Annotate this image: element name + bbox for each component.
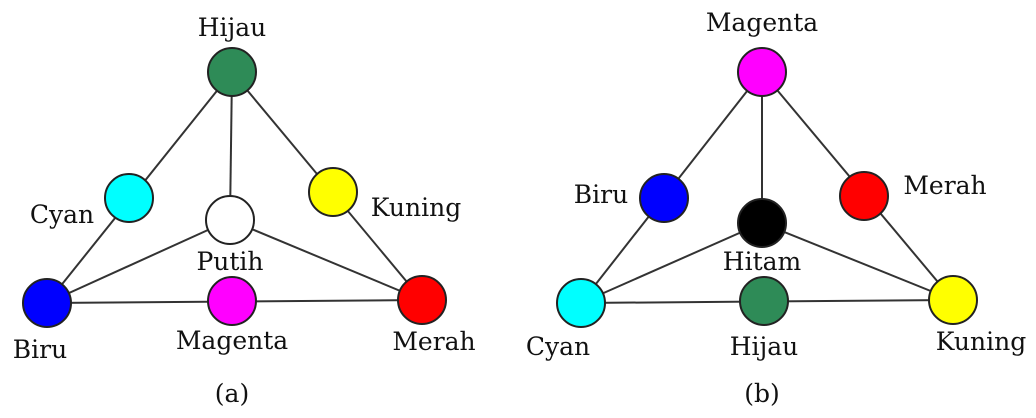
node-label-merah: Merah	[392, 327, 475, 356]
node-label-magenta: Magenta	[176, 326, 288, 355]
color-node-putih	[205, 195, 255, 245]
node-label-merah: Merah	[903, 171, 986, 200]
diagram-caption: (b)	[744, 379, 780, 408]
node-label-hijau: Hijau	[198, 13, 267, 42]
node-label-biru: Biru	[13, 335, 67, 364]
node-label-hitam: Hitam	[723, 247, 802, 276]
node-label-biru: Biru	[574, 180, 628, 209]
node-label-putih: Putih	[196, 247, 263, 276]
edge-center-bottom-right	[761, 222, 954, 301]
node-label-kuning: Kuning	[371, 193, 461, 222]
color-node-kuning	[308, 167, 358, 217]
node-label-cyan: Cyan	[526, 332, 590, 361]
color-node-hijau	[207, 47, 257, 97]
color-node-hijau	[739, 276, 789, 326]
diagram-caption: (a)	[215, 379, 249, 408]
color-node-magenta	[207, 276, 257, 326]
edge-center-bottom-left	[580, 222, 763, 304]
color-node-biru	[22, 278, 72, 328]
color-node-cyan	[104, 173, 154, 223]
edge-center-bottom-left	[46, 219, 231, 304]
node-label-cyan: Cyan	[30, 200, 94, 229]
color-node-hitam	[737, 198, 787, 248]
edge-center-bottom-right	[229, 219, 423, 301]
color-node-merah	[397, 275, 447, 325]
color-node-magenta	[737, 47, 787, 97]
node-label-magenta: Magenta	[706, 8, 818, 37]
color-node-biru	[639, 173, 689, 223]
color-node-merah	[839, 171, 889, 221]
node-label-kuning: Kuning	[936, 327, 1026, 356]
node-label-hijau: Hijau	[730, 332, 799, 361]
color-node-cyan	[556, 278, 606, 328]
color-node-kuning	[928, 275, 978, 325]
